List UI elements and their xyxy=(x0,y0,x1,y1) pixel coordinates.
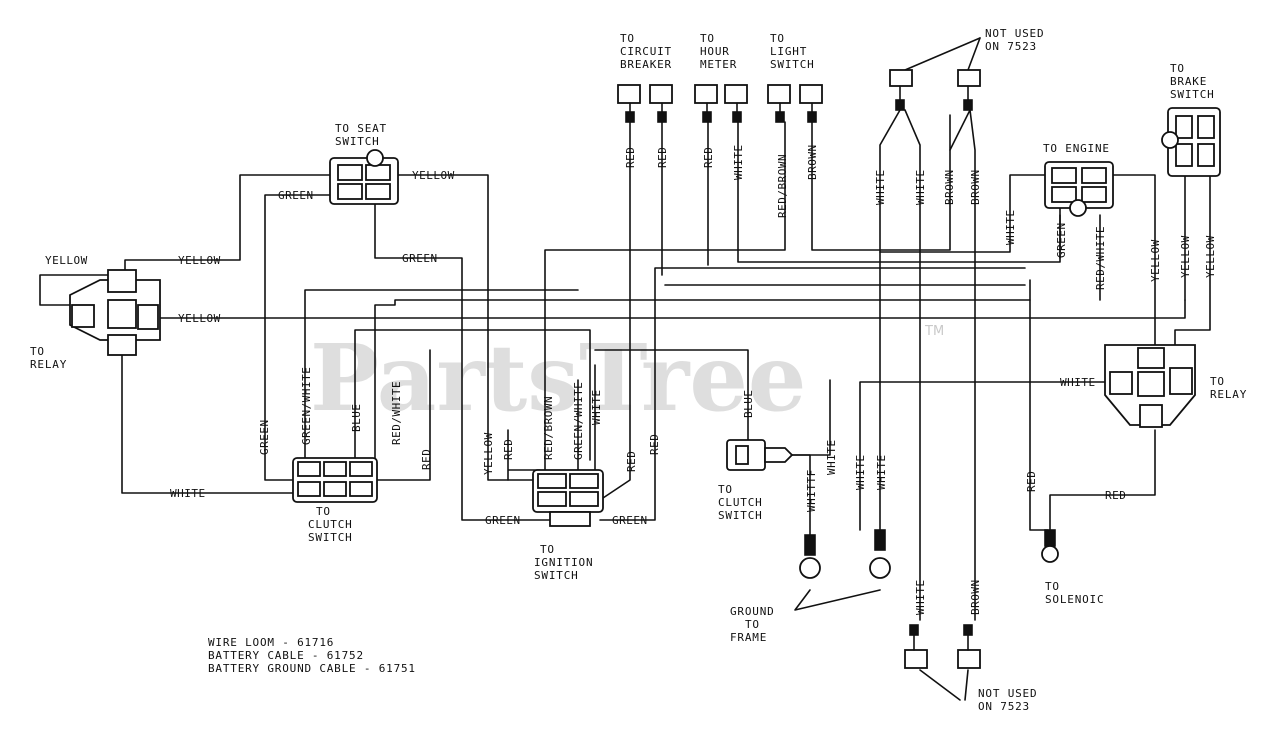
watermark-tm: TM xyxy=(924,324,944,339)
clutch-left-label-3: SWITCH xyxy=(308,531,353,544)
clutch-left-label-1: TO xyxy=(316,505,331,518)
wire-label-red: RED xyxy=(648,434,661,455)
light-switch-label-3: SWITCH xyxy=(770,58,815,71)
circuit-breaker-label-3: BREAKER xyxy=(620,58,672,71)
wire-label-white: WHITE xyxy=(732,144,745,180)
wire-label-white: WHITE xyxy=(590,389,603,425)
wire-label-blue: BLUE xyxy=(742,390,755,419)
circuit-breaker-label-2: CIRCUIT xyxy=(620,45,672,58)
wire-label-red: RED xyxy=(624,147,637,168)
wire-label-red-white: RED/WHITE xyxy=(390,381,403,445)
light-switch-label-1: TO xyxy=(770,32,785,45)
wire-label-yellow: YELLOW xyxy=(178,254,221,267)
note-battery-ground-cable: BATTERY GROUND CABLE - 61751 xyxy=(208,662,416,675)
wire-label-green-white: GREEN/WHITE xyxy=(300,367,313,445)
wire-label-blue: BLUE xyxy=(350,404,363,433)
wire-label-red: RED xyxy=(420,449,433,470)
wire-label-white: WHITE xyxy=(875,454,888,490)
wire-label-white: WHITE xyxy=(874,169,887,205)
wire-label-white: WHITE xyxy=(854,454,867,490)
wire-label-yellow: YELLOW xyxy=(178,312,221,325)
wire-label-red: RED xyxy=(1025,471,1038,492)
wire-label-green: GREEN xyxy=(258,419,271,455)
wire-label-red: RED xyxy=(502,439,515,460)
hour-meter-label-1: TO xyxy=(700,32,715,45)
wire-label-brown: BROWN xyxy=(969,169,982,205)
wire-label-yellow: YELLOW xyxy=(45,254,88,267)
ignition-label-1: TO xyxy=(540,543,555,556)
ground-label-2: TO xyxy=(745,618,760,631)
wire-label-white: WHITE xyxy=(825,439,838,475)
wire-label-green: GREEN xyxy=(612,514,648,527)
wire-label-group: YELLOW YELLOW YELLOW GREEN YELLOW GREEN … xyxy=(45,144,1217,615)
wire-label-red: RED xyxy=(702,147,715,168)
wire-label-yellow: YELLOW xyxy=(1149,239,1162,282)
parts-notes: WIRE LOOM - 61716 BATTERY CABLE - 61752 … xyxy=(208,636,416,675)
not-used-bottom-label-2: ON 7523 xyxy=(978,700,1030,713)
wire-label-red: RED xyxy=(625,451,638,472)
clutch-mid-label-1: TO xyxy=(718,483,733,496)
clutch-mid-label-2: CLUTCH xyxy=(718,496,763,509)
ground-label-1: GROUND xyxy=(730,605,775,618)
watermark: PartsTree xyxy=(310,324,806,432)
solenoid-label-1: TO xyxy=(1045,580,1060,593)
wire-label-white-misprint: WHITTF xyxy=(805,469,818,512)
wire-label-yellow: YELLOW xyxy=(482,432,495,475)
brake-switch-label-3: SWITCH xyxy=(1170,88,1215,101)
wire-label-green: GREEN xyxy=(1055,222,1068,258)
seat-switch-label-1: TO SEAT xyxy=(335,122,387,135)
relay-right-label-1: TO xyxy=(1210,375,1225,388)
top-terminals xyxy=(617,84,823,123)
hour-meter-label-3: METER xyxy=(700,58,737,71)
wire-label-white: WHITE xyxy=(914,169,927,205)
light-switch-label-2: LIGHT xyxy=(770,45,807,58)
solenoid-label-2: SOLENOIC xyxy=(1045,593,1104,606)
wire-label-white: WHITE xyxy=(1060,376,1096,389)
engine-label: TO ENGINE xyxy=(1043,142,1110,155)
wire-label-brown: BROWN xyxy=(943,169,956,205)
ground-label-3: FRAME xyxy=(730,631,767,644)
relay-right-label-2: RELAY xyxy=(1210,388,1247,401)
wire-label-green: GREEN xyxy=(278,189,314,202)
not-used-bottom-label-1: NOT USED xyxy=(978,687,1037,700)
wire-label-red: RED xyxy=(1105,489,1126,502)
component-captions: TO SEAT SWITCH TO RELAY TO CLUTCH SWITCH… xyxy=(30,27,1247,713)
clutch-left-label-2: CLUTCH xyxy=(308,518,353,531)
clutch-mid-label-3: SWITCH xyxy=(718,509,763,522)
wire-label-white: WHITE xyxy=(914,579,927,615)
circuit-breaker-label-1: TO xyxy=(620,32,635,45)
wire-label-white: WHITE xyxy=(170,487,206,500)
wire-label-red-brown: RED/BROWN xyxy=(542,396,555,460)
wire-label-green-white: GREEN/WHITE xyxy=(572,382,585,460)
wire-label-green: GREEN xyxy=(402,252,438,265)
wire-label-brown: BROWN xyxy=(969,579,982,615)
wire-label-white: WHITE xyxy=(1004,209,1017,245)
brake-switch-label-1: TO xyxy=(1170,62,1185,75)
wire-label-green: GREEN xyxy=(485,514,521,527)
not-used-top-label-2: ON 7523 xyxy=(985,40,1037,53)
wire-label-red-white: RED/WHITE xyxy=(1094,226,1107,290)
wire-label-yellow: YELLOW xyxy=(1179,235,1192,278)
ignition-label-2: IGNITION xyxy=(534,556,593,569)
seat-switch-label-2: SWITCH xyxy=(335,135,380,148)
wire-label-red: RED xyxy=(656,147,669,168)
wire-label-red-brown: RED/BROWN xyxy=(776,154,789,218)
relay-left-label-1: TO xyxy=(30,345,45,358)
note-battery-cable: BATTERY CABLE - 61752 xyxy=(208,649,364,662)
wire-label-yellow: YELLOW xyxy=(1204,235,1217,278)
wire-label-yellow: YELLOW xyxy=(412,169,455,182)
note-wire-loom: WIRE LOOM - 61716 xyxy=(208,636,334,649)
wire-label-brown: BROWN xyxy=(806,144,819,180)
brake-switch-label-2: BRAKE xyxy=(1170,75,1207,88)
not-used-top-label-1: NOT USED xyxy=(985,27,1044,40)
connectors xyxy=(69,69,1221,669)
wire-harness xyxy=(39,37,1211,701)
hour-meter-label-2: HOUR xyxy=(700,45,730,58)
relay-left-label-2: RELAY xyxy=(30,358,67,371)
ignition-label-3: SWITCH xyxy=(534,569,579,582)
